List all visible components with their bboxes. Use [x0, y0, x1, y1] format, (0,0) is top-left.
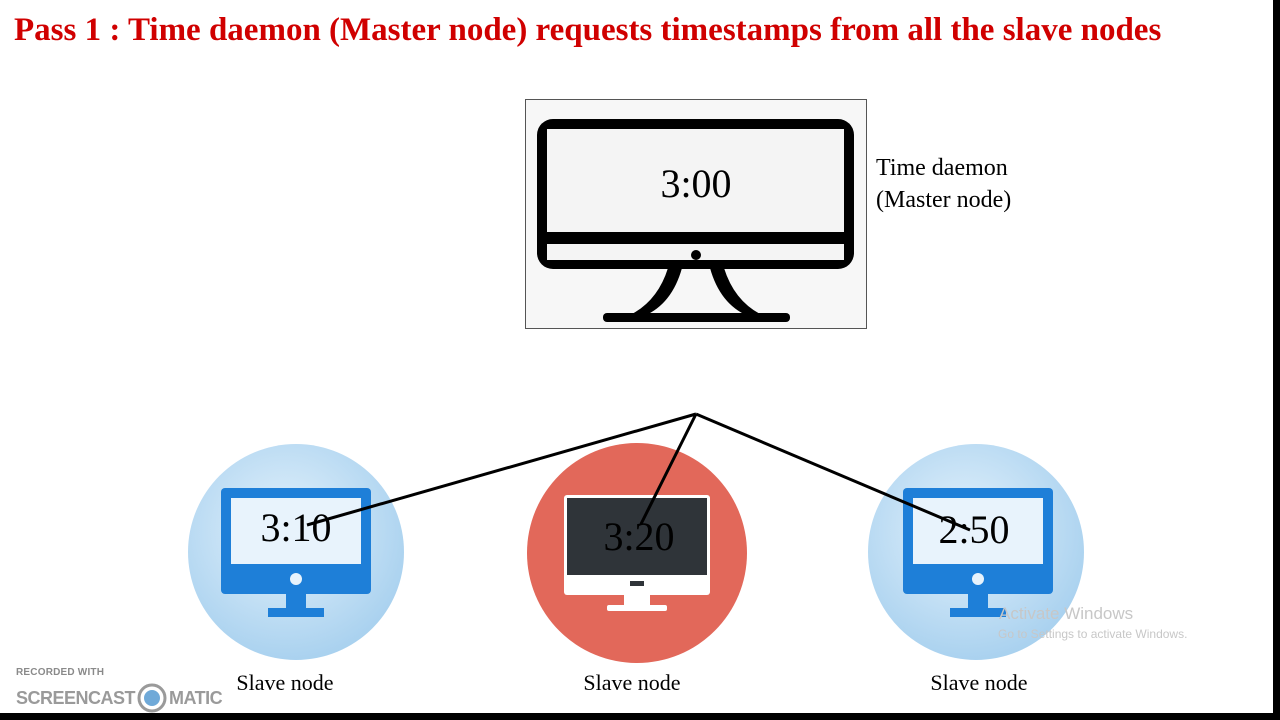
- request-line-to-slave-3: [695, 412, 971, 532]
- recorder-brand-right: MATIC: [169, 687, 223, 708]
- recorder-caption: RECORDED WITH: [16, 667, 105, 678]
- monitor-icon: [537, 119, 854, 322]
- recorder-brand-left: SCREENCAST: [16, 687, 136, 708]
- master-label-line2: (Master node): [876, 187, 1012, 213]
- activate-windows-watermark: Activate Windows: [999, 604, 1134, 623]
- slave-3-clock-time: 2:50: [938, 507, 1010, 552]
- monitor-icon: [527, 443, 747, 663]
- master-label-line1: Time daemon: [876, 155, 1008, 181]
- request-line-to-slave-1: [306, 412, 697, 527]
- master-node-label: Time daemon (Master node): [876, 152, 1011, 216]
- slave-2-clock-time: 3:20: [603, 514, 675, 559]
- slave-node-1: 3:10: [188, 444, 404, 660]
- slave-1-label: Slave node: [236, 670, 334, 695]
- slave-node-3: 2:50: [868, 444, 1084, 660]
- master-node-monitor: 3:00: [525, 99, 867, 329]
- master-clock-time: 3:00: [660, 161, 732, 206]
- monitor-icon: [868, 444, 1084, 660]
- slave-3-label: Slave node: [930, 670, 1028, 695]
- slide-title: Pass 1 : Time daemon (Master node) reque…: [14, 12, 1162, 48]
- monitor-icon: [188, 444, 404, 660]
- recorder-logo: SCREENCAST MATIC: [16, 683, 223, 713]
- record-icon: [137, 683, 167, 713]
- activate-windows-subtitle: Go to Settings to activate Windows.: [998, 627, 1188, 641]
- slave-2-label: Slave node: [583, 670, 681, 695]
- slave-node-2: 3:20: [527, 443, 747, 663]
- request-line-to-slave-2: [639, 413, 698, 525]
- slave-1-clock-time: 3:10: [260, 505, 332, 550]
